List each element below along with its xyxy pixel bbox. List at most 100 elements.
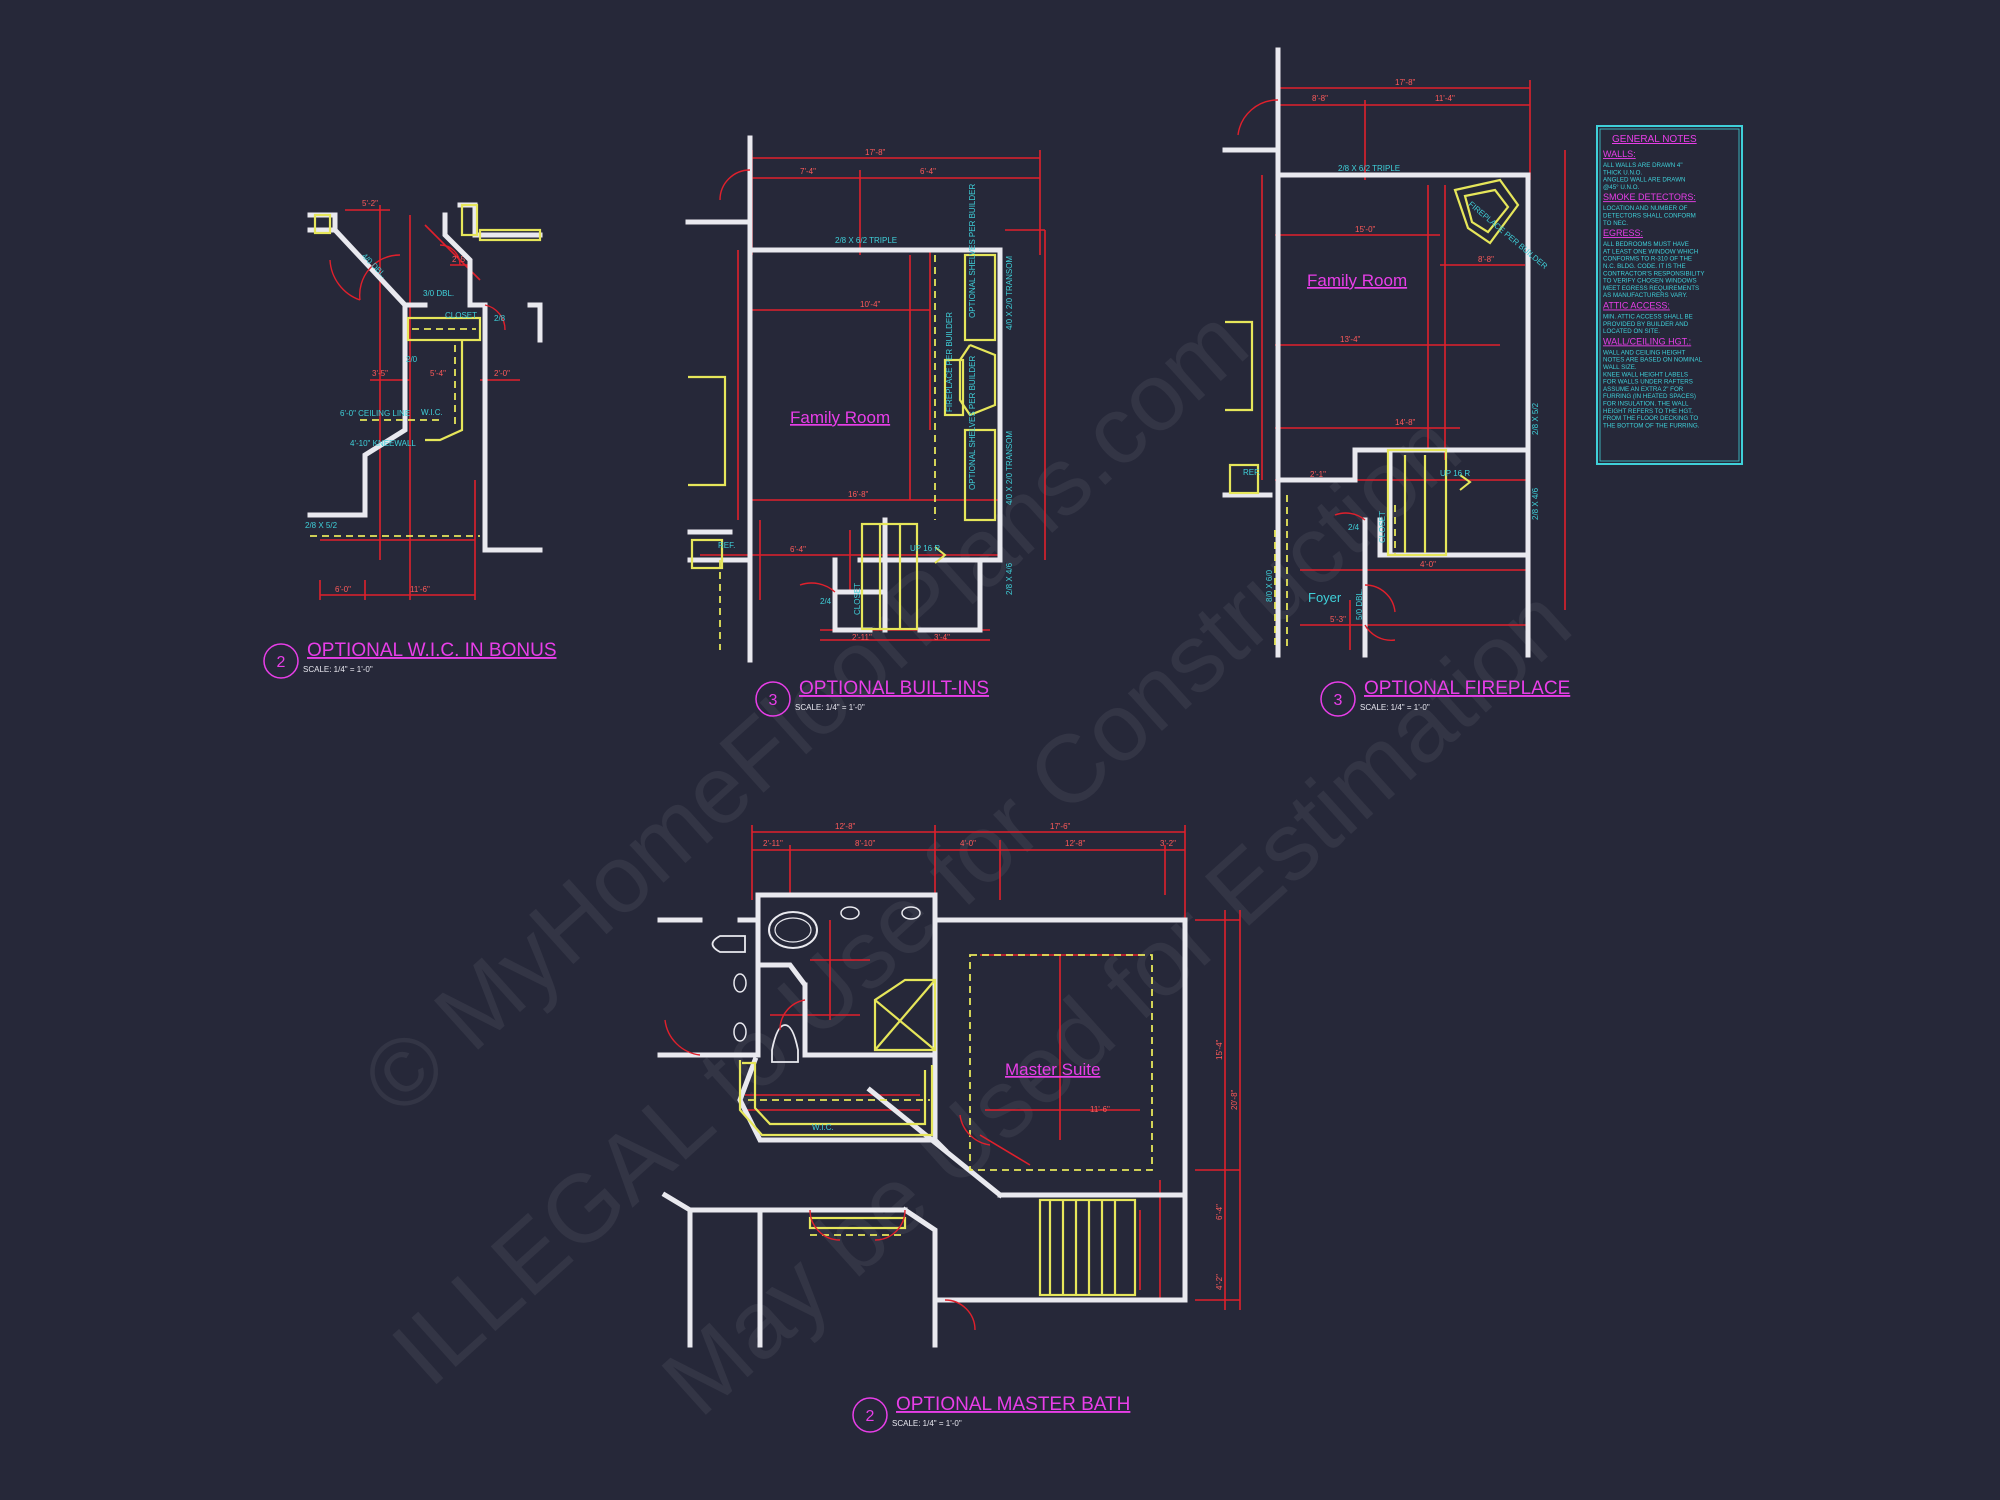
fireplace-dim-7: 8'-8" xyxy=(1478,255,1494,264)
mb-dim-2: 17'-6" xyxy=(1050,822,1071,831)
wic-dim-2: 2'-5" xyxy=(452,255,468,264)
general-notes-heading: SMOKE DETECTORS: xyxy=(1603,192,1696,202)
fireplace-detail-number: 3 xyxy=(1334,692,1343,709)
general-notes-line: ASSUME AN EXTRA 2" FOR xyxy=(1603,386,1684,393)
general-notes-line: CONFORMS TO R-310 OF THE xyxy=(1603,256,1692,263)
builtins-detail-scale: SCALE: 1/4" = 1'-0" xyxy=(795,703,865,712)
general-notes-line: ALL BEDROOMS MUST HAVE xyxy=(1603,241,1689,248)
sink-icon xyxy=(840,906,860,920)
builtins-room-label: Family Room xyxy=(790,408,890,427)
wic-door-b-label: 2/8 xyxy=(494,314,506,323)
builtins-stair-label: UP 16 R xyxy=(910,544,940,553)
built-ins-plan: 17'-8" 7'-4" 6'-4" 10'-4" 16'-8" 6'-4" 2… xyxy=(685,135,1046,717)
builtins-detail-title: OPTIONAL BUILT-INS xyxy=(799,678,989,699)
fireplace-ref-label: REF. xyxy=(1243,468,1260,477)
toilet-icon xyxy=(771,1024,799,1063)
builtins-dim-10: 3'-4" xyxy=(934,633,950,642)
built-ins-millwork xyxy=(688,253,997,650)
fireplace-foyer-door-label: 5/0 DBL. xyxy=(1355,589,1364,620)
builtins-dim-2: 7'-4" xyxy=(800,167,816,176)
fireplace-dim-6: 14'-8" xyxy=(1395,418,1416,427)
sink-icon xyxy=(733,1022,747,1042)
sink-icon xyxy=(901,906,921,920)
fireplace-detail-title: OPTIONAL FIREPLACE xyxy=(1364,678,1570,699)
fireplace-stair-arrow-icon xyxy=(1459,474,1472,491)
fireplace-dim-3: 11'-4" xyxy=(1435,94,1455,103)
mb-dim-10: 11'-6" xyxy=(1090,1105,1110,1114)
fireplace-closet-label: CLOSET xyxy=(1378,511,1387,543)
general-notes-line: NOTES ARE BASED ON NOMINAL xyxy=(1603,357,1703,364)
master-bath-millwork xyxy=(738,954,1153,1297)
fireplace-dim-1: 17'-8" xyxy=(1395,78,1416,87)
fireplace-dim-10: 5'-3" xyxy=(1330,615,1346,624)
wic-dim-1: 5'-2" xyxy=(362,199,378,208)
wic-knee-wall-label: 4'-10" KNEEWALL xyxy=(350,439,416,448)
wic-detail-bubble xyxy=(263,643,299,679)
general-notes-line: WALL SIZE. xyxy=(1603,364,1637,371)
general-notes-line: WALL AND CEILING HEIGHT xyxy=(1603,349,1686,356)
general-notes-line: ANGLED WALL ARE DRAWN xyxy=(1603,177,1686,184)
general-notes-line: THE BOTTOM OF THE FURRING. xyxy=(1603,422,1700,429)
fireplace-foyer-label: Foyer xyxy=(1308,590,1342,605)
wic-dbl-label: 3/0 DBL. xyxy=(423,289,454,298)
general-notes-heading: WALL/CEILING HGT.: xyxy=(1603,336,1691,346)
master-bath-fixtures xyxy=(711,906,921,1063)
general-notes-line: MEET EGRESS REQUIREMENTS xyxy=(1603,285,1699,292)
wic-ceiling-line-label: 6'-0" CEILING LINE xyxy=(340,409,410,418)
wic-door-a-label: 2/0 xyxy=(406,355,418,364)
general-notes-heading: EGRESS: xyxy=(1603,228,1643,238)
general-notes-line: HEIGHT REFERS TO THE HGT. xyxy=(1603,408,1693,415)
general-notes-body: WALLS:ALL WALLS ARE DRAWN 4"THICK U.N.O.… xyxy=(1603,149,1704,429)
mb-detail-bubble xyxy=(852,1397,888,1433)
wic-dim-5: 5'-4" xyxy=(430,369,446,378)
fireplace-foyer-side-label: 8/0 X 6/0 xyxy=(1265,569,1274,602)
mb-detail-title: OPTIONAL MASTER BATH xyxy=(896,1394,1130,1415)
mb-wic-label: W.I.C. xyxy=(812,1123,834,1132)
general-notes-line: FROM THE FLOOR DECKING TO xyxy=(1603,415,1698,422)
builtins-window-top-label: 2/8 X 6/2 TRIPLE xyxy=(835,236,897,245)
general-notes-line: DETECTORS SHALL CONFORM xyxy=(1603,213,1696,220)
general-notes-line: FOR INSULATION. THE WALL xyxy=(1603,401,1689,408)
watermark: © MyHomeFloorPlans.com ILLEGAL to Use fo… xyxy=(342,288,1590,1436)
builtins-window-side-label: 2/8 X 4/6 xyxy=(1005,562,1014,595)
wic-bonus-millwork xyxy=(310,203,542,537)
wic-bonus-doors xyxy=(329,244,506,331)
builtins-dim-3: 6'-4" xyxy=(920,167,936,176)
mb-dim-1: 12'-8" xyxy=(835,822,856,831)
mb-dim-11: 6'-4" xyxy=(1215,1204,1224,1220)
general-notes-line: THICK U.N.O. xyxy=(1603,169,1642,176)
fireplace-stair-label: UP 16 R xyxy=(1440,469,1470,478)
fireplace-millwork xyxy=(1225,178,1520,650)
general-notes-line: MIN. ATTIC ACCESS SHALL BE xyxy=(1603,314,1693,321)
fireplace-dim-8: 2'-1" xyxy=(1310,470,1326,479)
builtins-dim-4: 10'-4" xyxy=(860,300,881,309)
mb-dim-6: 12'-8" xyxy=(1065,839,1086,848)
fireplace-detail-bubble xyxy=(1320,681,1356,717)
general-notes-line: CONTRACTOR'S RESPONSIBILITY xyxy=(1603,270,1704,277)
builtins-shelves-b-label: OPTIONAL SHELVES PER BUILDER xyxy=(968,356,977,490)
wic-detail-number: 2 xyxy=(277,654,286,671)
wic-detail-scale: SCALE: 1/4" = 1'-0" xyxy=(303,665,373,674)
fireplace-dim-4: 15'-0" xyxy=(1355,225,1376,234)
general-notes-line: TO VERIFY CHOSEN WINDOWS xyxy=(1603,278,1697,285)
mb-detail-scale: SCALE: 1/4" = 1'-0" xyxy=(892,1419,962,1428)
wic-dim-3: 3'-5" xyxy=(372,369,388,378)
general-notes: GENERAL NOTES WALLS:ALL WALLS ARE DRAWN … xyxy=(1596,125,1743,465)
fireplace-detail-scale: SCALE: 1/4" = 1'-0" xyxy=(1360,703,1430,712)
wic-window-label: 2/8 X 5/2 xyxy=(305,521,338,530)
mb-dim-12: 4'-2" xyxy=(1215,1274,1224,1290)
builtins-transom-b-label: 4/0 X 2/0 TRANSOM xyxy=(1005,431,1014,505)
general-notes-line: AS MANUFACTURERS VARY. xyxy=(1603,292,1688,299)
general-notes-line: LOCATED ON SITE. xyxy=(1603,328,1660,335)
builtins-dim-8: 6'-4" xyxy=(790,545,806,554)
builtins-stair-arrow-icon xyxy=(934,546,947,564)
master-bath-plan: 12'-8" 17'-6" 2'-11" 8'-10" 4'-0" 12'-8"… xyxy=(657,822,1241,1433)
builtins-closet-label: CLOSET xyxy=(853,583,862,615)
mb-dim-3: 2'-11" xyxy=(763,839,783,848)
general-notes-border xyxy=(1596,125,1743,465)
general-notes-heading: ATTIC ACCESS: xyxy=(1603,301,1670,311)
general-notes-line: FOR WALLS UNDER RAFTERS xyxy=(1603,379,1693,386)
wic-label: W.I.C. xyxy=(421,408,443,417)
fireplace-room-label: Family Room xyxy=(1307,271,1407,290)
